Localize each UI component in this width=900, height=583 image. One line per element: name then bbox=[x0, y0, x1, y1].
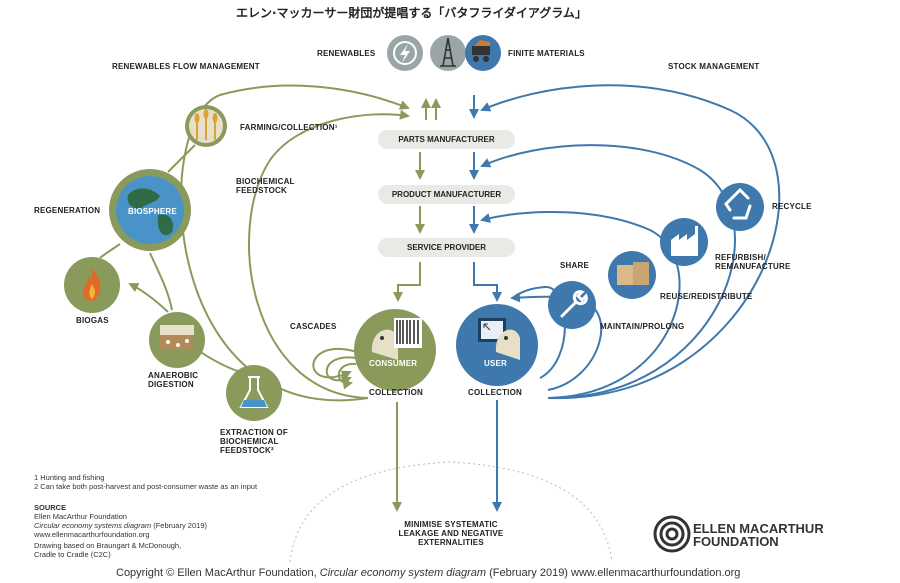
mining-truck-icon-group bbox=[465, 35, 501, 71]
collection-left-label: COLLECTION bbox=[369, 388, 423, 397]
biogas-icon-group bbox=[64, 257, 120, 313]
recycle-label: RECYCLE bbox=[772, 202, 812, 211]
anaerobic-digestion-label: ANAEROBIC DIGESTION bbox=[148, 371, 199, 390]
consumer-label: CONSUMER bbox=[369, 359, 418, 368]
reuse-label: REUSE/REDISTRIBUTE bbox=[660, 292, 753, 301]
leakage-label: MINIMISE SYSTEMATIC LEAKAGE AND NEGATIVE… bbox=[398, 520, 504, 548]
cascade-3 bbox=[337, 362, 357, 390]
service-provider-label: SERVICE PROVIDER bbox=[407, 243, 486, 252]
blue-loop-refurbish bbox=[480, 144, 736, 400]
copyright-prefix: Copyright © Ellen MacArthur Foundation, bbox=[116, 567, 320, 579]
source-line-3: www.ellenmacarthurfoundation.org bbox=[34, 530, 150, 539]
leakage-ellipse bbox=[289, 461, 613, 563]
product-manufacturer-box: PRODUCT MANUFACTURER bbox=[378, 185, 515, 204]
cascade-1 bbox=[312, 347, 358, 380]
green-arrow-service-consumer bbox=[393, 262, 421, 302]
footnote-1: 1 Hunting and fishing bbox=[34, 473, 105, 482]
farming-label: FARMING/COLLECTION¹ bbox=[240, 123, 338, 132]
emf-logo-line-2: FOUNDATION bbox=[693, 534, 779, 549]
bolt-icon bbox=[400, 44, 410, 63]
source-line-1: Ellen MacArthur Foundation bbox=[34, 512, 127, 521]
source-line-2: Circular economy systems diagram (Februa… bbox=[34, 521, 207, 530]
copyright-line: Copyright © Ellen MacArthur Foundation, … bbox=[116, 567, 740, 579]
blue-loop-share bbox=[514, 285, 566, 379]
source-line-2-title: Circular economy systems diagram bbox=[34, 521, 152, 530]
source-heading: SOURCE bbox=[34, 503, 67, 512]
consumer-icon-group bbox=[354, 309, 436, 391]
extraction-icon-group bbox=[226, 365, 282, 421]
wrench-icon bbox=[560, 290, 588, 318]
parts-manufacturer-label: PARTS MANUFACTURER bbox=[398, 135, 495, 144]
anaerobic-icon-group bbox=[149, 312, 205, 368]
biochemical-feedstock-label: BIOCHEMICAL FEEDSTOCK bbox=[236, 177, 295, 196]
renewables-icon-group bbox=[387, 35, 423, 71]
renewables-flow-management-label: RENEWABLES FLOW MANAGEMENT bbox=[112, 62, 260, 71]
service-provider-box: SERVICE PROVIDER bbox=[378, 238, 515, 257]
recycle-icon-group bbox=[716, 183, 764, 231]
footnote-2: 2 Can take both post-harvest and post-co… bbox=[34, 482, 258, 491]
renewables-label: RENEWABLES bbox=[317, 49, 376, 58]
green-inner-loop bbox=[248, 109, 410, 399]
regeneration-label: REGENERATION bbox=[34, 206, 101, 215]
recycle-icon bbox=[724, 187, 752, 220]
maintain-label: MAINTAIN/PROLONG bbox=[600, 322, 685, 331]
user-label: USER bbox=[484, 359, 508, 368]
share-label: SHARE bbox=[560, 261, 590, 270]
farming-icon-group bbox=[185, 105, 227, 147]
product-manufacturer-label: PRODUCT MANUFACTURER bbox=[391, 190, 502, 199]
biogas-label: BIOGAS bbox=[76, 316, 109, 325]
biosphere-label: BIOSPHERE bbox=[128, 207, 177, 216]
emf-logo-line-1: ELLEN MACARTHUR bbox=[693, 521, 824, 536]
page-title: エレン·マッカーサー財団が提唱する「バタフライダイアグラム」 bbox=[236, 6, 587, 20]
source-line-2-suffix: (February 2019) bbox=[151, 521, 207, 530]
emf-logo-icon bbox=[653, 515, 691, 553]
oil-rig-icon-group bbox=[430, 35, 466, 71]
factory-icon bbox=[671, 226, 698, 256]
blue-arrow-service-user bbox=[473, 262, 502, 302]
green-arc-biosphere-biogas bbox=[99, 243, 121, 259]
biosphere-globe-group bbox=[109, 169, 191, 251]
refurbish-label: REFURBISH/ REMANUFACTURE bbox=[715, 253, 791, 272]
green-arc-biosphere-down bbox=[149, 252, 173, 311]
user-icon-group bbox=[456, 304, 538, 386]
copyright-suffix: (February 2019) www.ellenmacarthurfounda… bbox=[486, 567, 741, 579]
parts-manufacturer-box: PARTS MANUFACTURER bbox=[378, 130, 515, 149]
blue-loop-recycle bbox=[480, 84, 781, 400]
copyright-italic: Circular economy system diagram bbox=[319, 567, 487, 579]
finite-materials-label: FINITE MATERIALS bbox=[508, 49, 585, 58]
cascades-label: CASCADES bbox=[290, 322, 337, 331]
refurbish-icon-group bbox=[660, 218, 708, 266]
green-arc-anaerobic-biogas bbox=[128, 283, 169, 313]
green-arc-farming-biosphere bbox=[167, 144, 196, 173]
maintain-icon-group bbox=[548, 281, 596, 329]
stock-management-label: STOCK MANAGEMENT bbox=[668, 62, 760, 71]
collection-right-label: COLLECTION bbox=[468, 388, 522, 397]
oil-rig-icon bbox=[440, 37, 456, 67]
reuse-icon-group bbox=[608, 251, 656, 299]
extraction-label: EXTRACTION OF BIOCHEMICAL FEEDSTOCK² bbox=[220, 428, 288, 456]
source-line-4: Drawing based on Braungart & McDonough, … bbox=[34, 541, 182, 559]
